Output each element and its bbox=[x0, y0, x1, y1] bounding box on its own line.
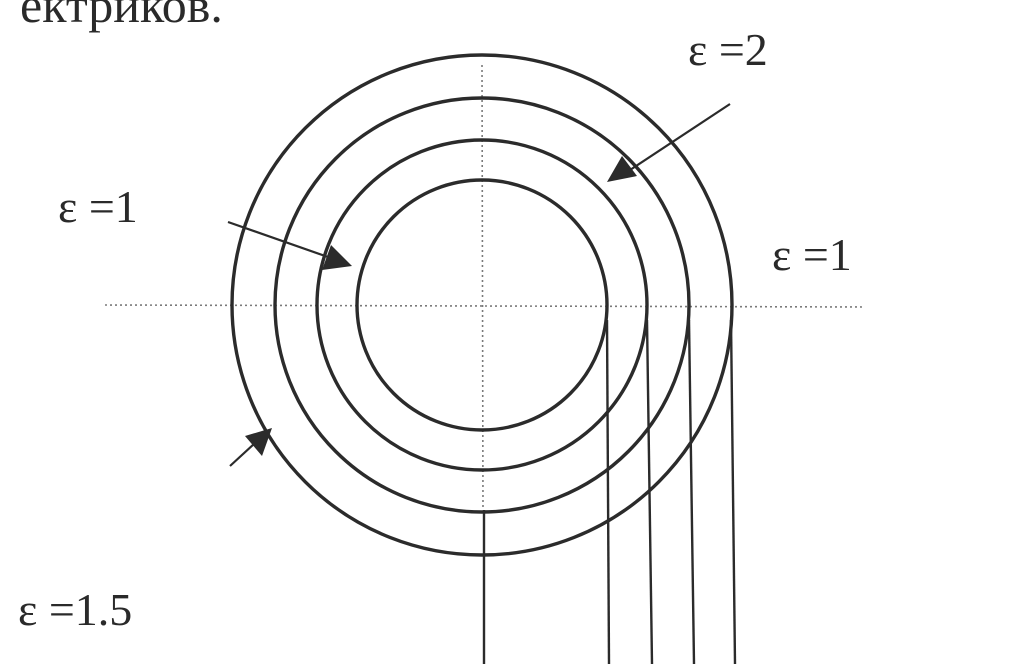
arrow-eps-1-5 bbox=[229, 428, 272, 467]
ring-1-inner bbox=[355, 178, 609, 432]
ring-3 bbox=[273, 96, 691, 514]
label-eps-1-5: ε =1.5 bbox=[18, 584, 132, 635]
ring-4-outer bbox=[230, 53, 734, 557]
lead-line-3 bbox=[687, 319, 696, 664]
ring-2 bbox=[315, 138, 649, 472]
lead-line-2 bbox=[645, 319, 654, 664]
label-eps-2: ε =2 bbox=[688, 24, 768, 75]
label-eps-1-right: ε =1 bbox=[772, 229, 852, 280]
arrow-eps-2 bbox=[607, 103, 731, 182]
horizontal-axis-line bbox=[104, 304, 866, 308]
lead-line-1 bbox=[605, 319, 611, 664]
label-eps-1-left: ε =1 bbox=[58, 181, 138, 232]
header-partial-text: ектриков. bbox=[20, 0, 223, 33]
vertical-axis-line bbox=[481, 64, 484, 511]
lead-line-4 bbox=[729, 319, 737, 664]
arrow-eps-1-left bbox=[227, 220, 352, 270]
